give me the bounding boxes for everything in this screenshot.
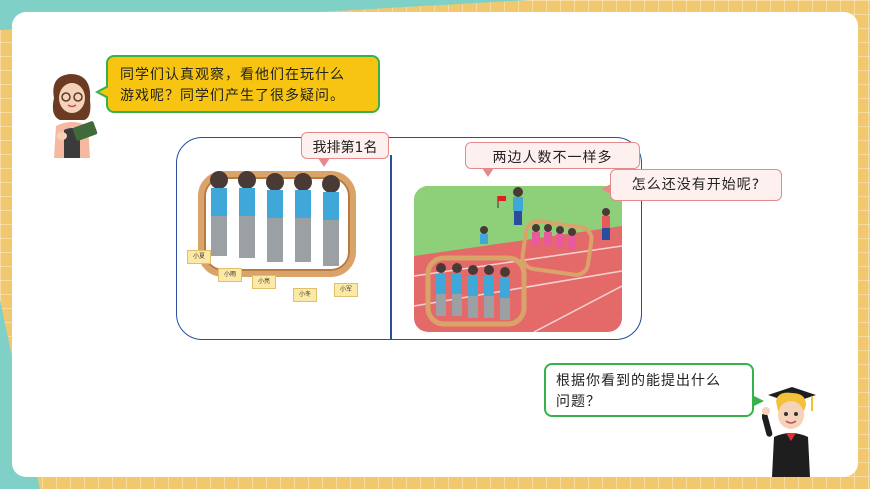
- name-tag-4: 小冬: [293, 288, 317, 302]
- student-speech-line2: 问题？: [556, 394, 601, 410]
- teacher-speech-bubble: 同学们认真观察，看他们在玩什么 游戏呢？同学们产生了很多疑问。: [95, 55, 380, 113]
- teacher-speech-line2: 游戏呢？同学们产生了很多疑问。: [120, 88, 345, 104]
- name-tag-2: 小雨: [218, 268, 242, 282]
- right-top-speech-bubble: 两边人数不一样多: [465, 142, 640, 177]
- student-speech-line1: 根据你看到的能提出什么: [556, 373, 721, 389]
- student-speech-bubble: 根据你看到的能提出什么 问题？: [544, 363, 764, 417]
- right-illustration-playground: [414, 186, 622, 332]
- name-tag-5: 小军: [334, 283, 358, 297]
- left-illustration-kids-in-hoop: [198, 171, 356, 277]
- right-side-speech-bubble: 怎么还没有开始呢?: [601, 169, 782, 201]
- illustration-frame: [176, 137, 642, 340]
- name-tag-1: 小夏: [187, 250, 211, 264]
- student-graduate-avatar: [762, 387, 816, 477]
- teacher-speech-line1: 同学们认真观察，看他们在玩什么: [120, 67, 345, 83]
- name-tag-3: 小亮: [252, 275, 276, 289]
- frame-divider: [390, 155, 392, 340]
- left-speech-bubble: 我排第1名: [301, 132, 389, 167]
- teacher-avatar: [52, 74, 98, 158]
